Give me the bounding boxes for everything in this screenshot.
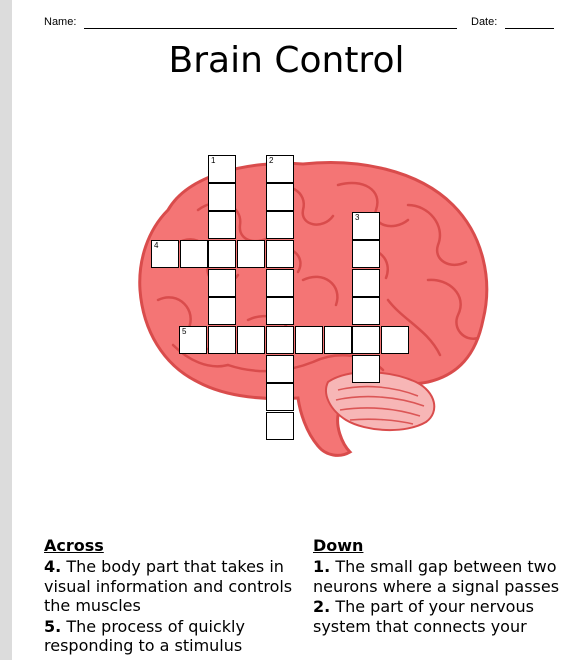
down-clues: Down 1. The small gap between two neuron… bbox=[313, 535, 563, 637]
page-left-edge bbox=[0, 0, 12, 660]
grid-cell[interactable] bbox=[208, 183, 236, 211]
grid-cell[interactable] bbox=[208, 326, 236, 354]
grid-cell[interactable] bbox=[266, 183, 294, 211]
grid-cell[interactable]: 2 bbox=[266, 155, 294, 183]
clue-number: 5. bbox=[44, 616, 62, 636]
grid-cell[interactable]: 4 bbox=[151, 240, 179, 268]
grid-cell[interactable] bbox=[237, 240, 265, 268]
clue-number: 2 bbox=[269, 156, 274, 165]
date-label: Date: bbox=[471, 16, 498, 28]
across-heading: Across bbox=[44, 536, 104, 555]
grid-cell[interactable] bbox=[352, 355, 380, 383]
clue-number: 2. bbox=[313, 597, 331, 616]
grid-cell[interactable] bbox=[180, 240, 208, 268]
page-title: Brain Control bbox=[168, 40, 405, 81]
brain-illustration bbox=[138, 161, 489, 457]
clue-text: The process of quickly responding to a s… bbox=[44, 616, 245, 656]
date-line[interactable] bbox=[505, 28, 554, 29]
grid-cell[interactable] bbox=[208, 211, 236, 239]
grid-cell[interactable] bbox=[352, 269, 380, 297]
grid-cell[interactable] bbox=[295, 326, 323, 354]
clue-number: 4. bbox=[44, 557, 62, 576]
clue-down-1: 1. The small gap between two neurons whe… bbox=[313, 557, 563, 596]
grid-cell[interactable] bbox=[352, 297, 380, 325]
grid-cell[interactable] bbox=[381, 326, 409, 354]
grid-cell[interactable]: 5 bbox=[179, 326, 207, 354]
grid-cell[interactable] bbox=[352, 326, 380, 354]
clue-across-4: 4. The body part that takes in visual in… bbox=[44, 557, 294, 616]
grid-cell[interactable] bbox=[266, 326, 294, 354]
clue-text: The small gap between two neurons where … bbox=[313, 557, 560, 596]
grid-cell[interactable] bbox=[266, 355, 294, 383]
clue-number: 1 bbox=[211, 156, 216, 165]
clue-text: The body part that takes in visual infor… bbox=[44, 557, 293, 615]
name-label: Name: bbox=[44, 16, 77, 28]
grid-cell[interactable] bbox=[266, 240, 294, 268]
grid-cell[interactable] bbox=[208, 297, 236, 325]
grid-cell[interactable] bbox=[237, 326, 265, 354]
grid-cell[interactable] bbox=[266, 269, 294, 297]
clue-number: 5 bbox=[182, 327, 187, 336]
clue-across-5: 5. The process of quickly responding to … bbox=[44, 617, 294, 656]
down-heading: Down bbox=[313, 536, 364, 555]
clue-down-2: 2. The part of your nervous system that … bbox=[313, 597, 563, 636]
clue-number: 4 bbox=[154, 241, 159, 250]
grid-cell[interactable]: 3 bbox=[352, 212, 380, 240]
clue-number: 1. bbox=[313, 557, 331, 576]
grid-cell[interactable] bbox=[352, 240, 380, 268]
grid-cell[interactable] bbox=[324, 326, 352, 354]
across-clues: Across 4. The body part that takes in vi… bbox=[44, 535, 294, 657]
grid-cell[interactable] bbox=[208, 269, 236, 297]
clue-number: 3 bbox=[355, 213, 360, 222]
grid-cell[interactable]: 1 bbox=[208, 155, 236, 183]
grid-cell[interactable] bbox=[208, 240, 236, 268]
grid-cell[interactable] bbox=[266, 412, 294, 440]
name-line[interactable] bbox=[84, 28, 457, 29]
clue-text: The part of your nervous system that con… bbox=[313, 597, 534, 636]
grid-cell[interactable] bbox=[266, 211, 294, 239]
grid-cell[interactable] bbox=[266, 297, 294, 325]
grid-cell[interactable] bbox=[266, 383, 294, 411]
